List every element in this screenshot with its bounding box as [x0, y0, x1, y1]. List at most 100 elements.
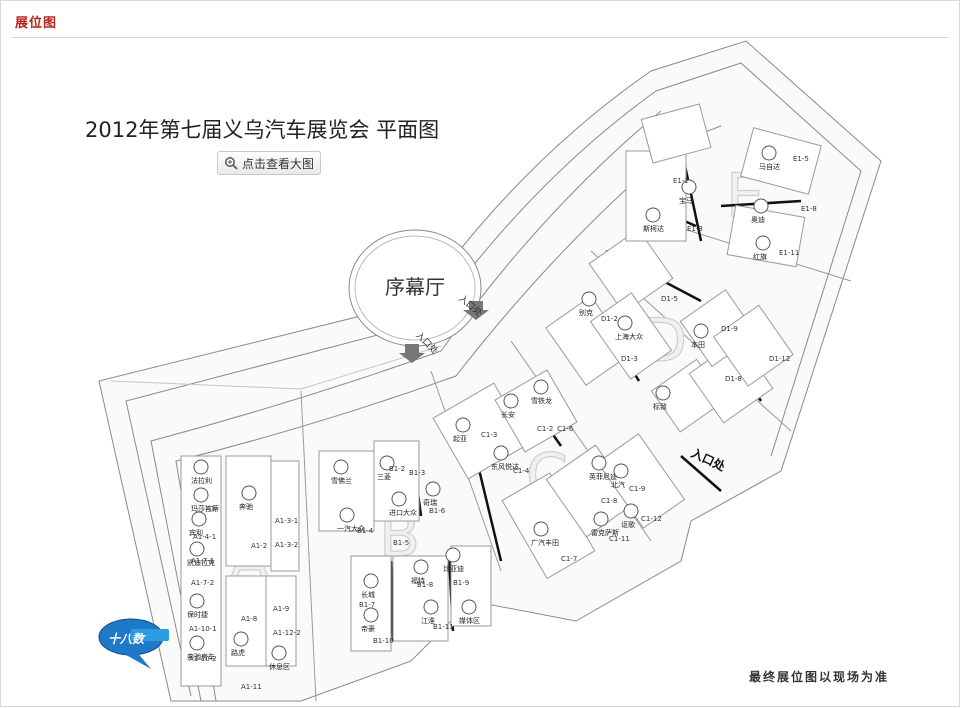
brand-logo-icon [189, 593, 205, 609]
brand-logo-icon [655, 385, 671, 401]
booth-id-label: C1-9 [629, 485, 645, 493]
map-title: 2012年第七届义乌汽车展览会 平面图 [85, 118, 440, 142]
brand-mark: 红旗 [753, 235, 771, 261]
brand-logo-icon [645, 207, 661, 223]
title-divider [11, 37, 949, 38]
brand-logo-icon [233, 631, 249, 647]
booth-id-label: A1-8 [241, 615, 257, 623]
booth-id-label: E1-3 [687, 225, 703, 233]
brand-mark: 起亚 [453, 417, 471, 443]
booth-id-label: E1-5 [793, 155, 809, 163]
booth-id-label: A1-3-1 [275, 517, 298, 525]
brand-logo-icon [493, 445, 509, 461]
booth-id-label: D1-5 [661, 295, 678, 303]
view-larger-map-button[interactable]: 点击查看大图 [217, 151, 321, 175]
brand-name: 宾利 [189, 528, 203, 537]
booth-id-label: D1-3 [621, 355, 638, 363]
brand-logo-icon [617, 315, 633, 331]
booth-id-label: B1-3 [409, 469, 425, 477]
booth-id-label: B1-4 [357, 527, 374, 535]
booth-id-label: C1-2 [537, 425, 553, 433]
brand-name: 法拉利 [191, 476, 212, 485]
brand-name: 奔驰房车 [187, 652, 215, 661]
brand-name: 帝豪 [361, 624, 375, 633]
booth-id-label: C1-6 [557, 425, 574, 433]
brand-mark: 三菱 [377, 455, 395, 481]
brand-logo-icon [193, 459, 209, 475]
brand-mark: 保时捷 [187, 593, 208, 619]
brand-name: 广汽丰田 [531, 538, 559, 547]
brand-mark: 本田 [691, 323, 709, 349]
brand-logo-icon [591, 455, 607, 471]
booth-id-label: C1-8 [601, 497, 617, 505]
brand-logo-icon [189, 541, 205, 557]
brand-logo-icon [425, 481, 441, 497]
brand-name: 奥迪 [751, 215, 765, 224]
brand-logo-icon [461, 599, 477, 615]
booth-id-label: A1 [206, 505, 215, 513]
brand-name: 比亚迪 [443, 564, 464, 573]
brand-name: 长安 [501, 410, 515, 419]
booth-id-label: A1-10-2 [189, 655, 217, 663]
brand-logo-icon [191, 511, 207, 527]
booth-id-label: B1-9 [453, 579, 469, 587]
brand-name: 保时捷 [187, 610, 208, 619]
booth-boxes [180, 103, 822, 687]
brand-mark: 进口大众 [389, 491, 417, 517]
booth-id-label: B1-5 [393, 539, 409, 547]
brand-mark: 一汽大众 [337, 507, 365, 533]
brand-mark: 法拉利 [191, 459, 212, 485]
booth-id-label: E1-2 [673, 177, 689, 185]
brand-logo-icon [581, 291, 597, 307]
brand-name: 雷克萨斯 [591, 528, 619, 537]
booth-id-label: D1-9 [721, 325, 738, 333]
brand-logo-icon [423, 599, 439, 615]
footer-note: 最终展位图以现场为准 [749, 670, 890, 684]
brand-name: 马自达 [759, 162, 780, 171]
booth-id-label: C1-11 [609, 535, 630, 543]
brand-mark: 北汽 [611, 463, 629, 489]
booth-id-label: A1-10-1 [189, 625, 217, 633]
brand-name: 进口大众 [389, 508, 417, 517]
brand-name: 斯柯达 [643, 224, 664, 233]
brand-mark: 玛莎拉蒂 [191, 487, 219, 513]
brand-mark: 雷克萨斯 [591, 511, 619, 537]
brand-logo-icon [241, 485, 257, 501]
brand-mark: 福特 [411, 559, 429, 585]
booth-id-label: B1-10 [373, 637, 394, 645]
brand-name: 休息区 [269, 662, 290, 671]
booth-id-label: A1-12-2 [273, 629, 301, 637]
booth-id-label: E1-11 [779, 249, 799, 257]
brand-mark: 宝马 [679, 179, 697, 205]
brand-name: 标致 [653, 402, 667, 411]
booth-id-label: C1-4 [513, 467, 530, 475]
brand-mark: 斯柯达 [643, 207, 664, 233]
brand-name: 讴歌 [621, 520, 635, 529]
magnifier-icon [225, 157, 238, 170]
site-logo-badge: 十八数 [98, 618, 169, 669]
brand-name: 长城 [361, 590, 375, 599]
booth-id-label: C1-3 [481, 431, 497, 439]
brand-name: 路虎 [231, 648, 245, 657]
entrance-arrows [399, 301, 489, 363]
brand-name: 奔驰 [239, 502, 253, 511]
brand-mark: 雪佛兰 [331, 459, 352, 485]
brand-mark: 江淮 [421, 599, 439, 625]
brand-logo-icon [533, 379, 549, 395]
brand-logo-icon [445, 547, 461, 563]
brand-logo-icon [363, 573, 379, 589]
brand-name: 福特 [411, 576, 425, 585]
booth-id-label: D1-8 [725, 375, 742, 383]
booth-id-label: A1-7-2 [191, 579, 214, 587]
brand-logo-icon [533, 521, 549, 537]
booth-id-label: A1-4-1 [193, 533, 216, 541]
brand-mark: 东风悦达 [491, 445, 519, 471]
booth-id-label: B1-2 [389, 465, 405, 473]
booth-id-label: B1-8 [417, 581, 433, 589]
section-title: 展位图 [15, 16, 58, 31]
booth-id-label: A1-11 [241, 683, 262, 691]
brand-logo-icon [363, 607, 379, 623]
brand-name: 三菱 [377, 472, 391, 481]
brand-mark: 帝豪 [361, 607, 379, 633]
brand-logo-icon [193, 487, 209, 503]
